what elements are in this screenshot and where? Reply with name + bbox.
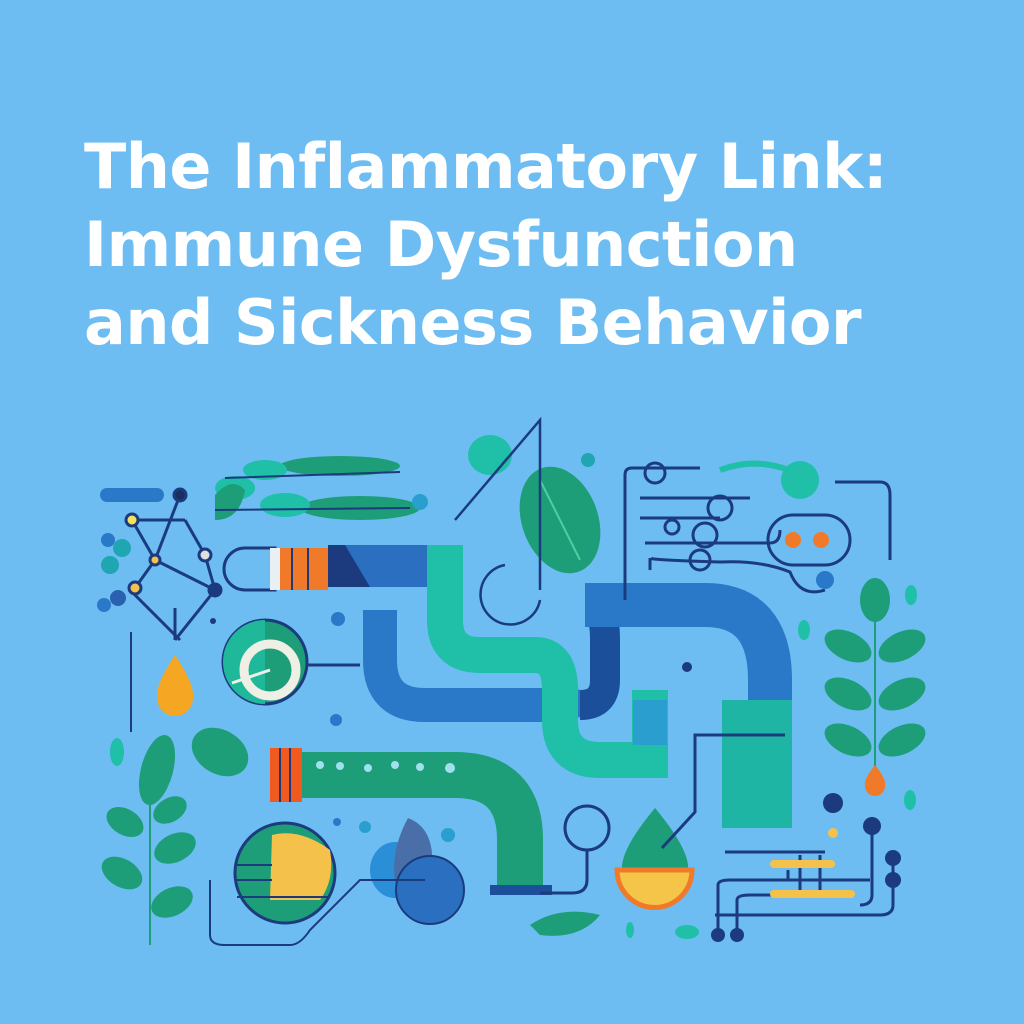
green-pipe-with-bubbles [270, 748, 552, 895]
title-line-3: and Sickness Behavior [84, 286, 862, 359]
magnifier-ring [530, 804, 699, 939]
winding-pipes [363, 545, 792, 828]
leaf-droplet-bowl [614, 733, 785, 910]
network-molecule-icon [97, 487, 223, 642]
blue-leaf-blob [209, 818, 465, 946]
horizontal-leaf-branches [214, 456, 428, 520]
poster-title: The Inflammatory Link: Immune Dysfunctio… [84, 128, 888, 362]
green-plant-left [101, 727, 249, 945]
yellow-tissue-circle [233, 821, 337, 925]
title-line-1: The Inflammatory Link: [84, 130, 888, 203]
gauge-ring-icon [210, 612, 692, 726]
circuit-lines-with-orange-dots [581, 453, 892, 600]
orange-droplet-icon [130, 632, 194, 732]
leaf-top-center [454, 416, 601, 626]
circuit-board-bottom-right [711, 793, 901, 942]
green-plant-right [798, 578, 926, 810]
title-line-2: Immune Dysfunction [84, 208, 798, 281]
